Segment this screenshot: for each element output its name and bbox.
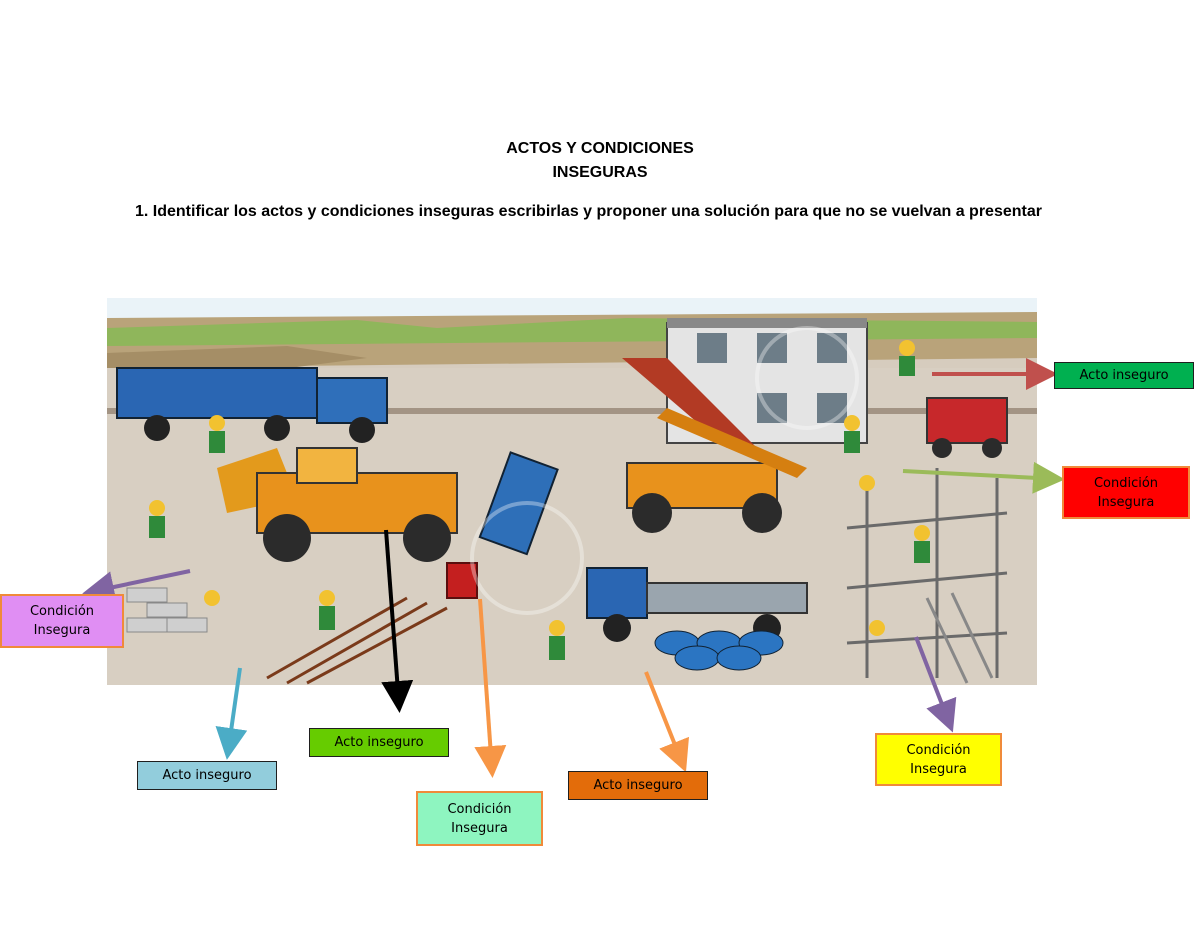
label-text-line-1: Condición <box>30 602 94 621</box>
label-text-line-2: Insegura <box>34 621 91 640</box>
label-text: Acto inseguro <box>593 776 682 795</box>
label-text-line-2: Insegura <box>910 760 967 779</box>
label-condicion-insegura-3: Condición Insegura <box>416 791 543 846</box>
label-text-line-1: Condición <box>447 800 511 819</box>
label-text-line-2: Insegura <box>1098 493 1155 512</box>
label-text: Acto inseguro <box>1079 366 1168 385</box>
label-text-line-1: Condición <box>1094 474 1158 493</box>
label-acto-inseguro-2: Acto inseguro <box>137 761 277 790</box>
label-text: Acto inseguro <box>334 733 423 752</box>
label-condicion-insegura-4: Condición Insegura <box>875 733 1002 786</box>
label-text: Acto inseguro <box>162 766 251 785</box>
page-title-line-2: INSEGURAS <box>0 162 1200 184</box>
label-condicion-insegura-1: Condición Insegura <box>1062 466 1190 519</box>
label-condicion-insegura-2: Condición Insegura <box>0 594 124 648</box>
instruction-text: 1. Identificar los actos y condiciones i… <box>135 200 1095 223</box>
page-title-line-1: ACTOS Y CONDICIONES <box>0 138 1200 160</box>
label-acto-inseguro-4: Acto inseguro <box>568 771 708 800</box>
label-text-line-2: Insegura <box>451 819 508 838</box>
label-text-line-1: Condición <box>906 741 970 760</box>
construction-site-illustration <box>107 298 1037 685</box>
label-acto-inseguro-3: Acto inseguro <box>309 728 449 757</box>
label-acto-inseguro-1: Acto inseguro <box>1054 362 1194 389</box>
arrow-acto-4 <box>646 672 683 765</box>
